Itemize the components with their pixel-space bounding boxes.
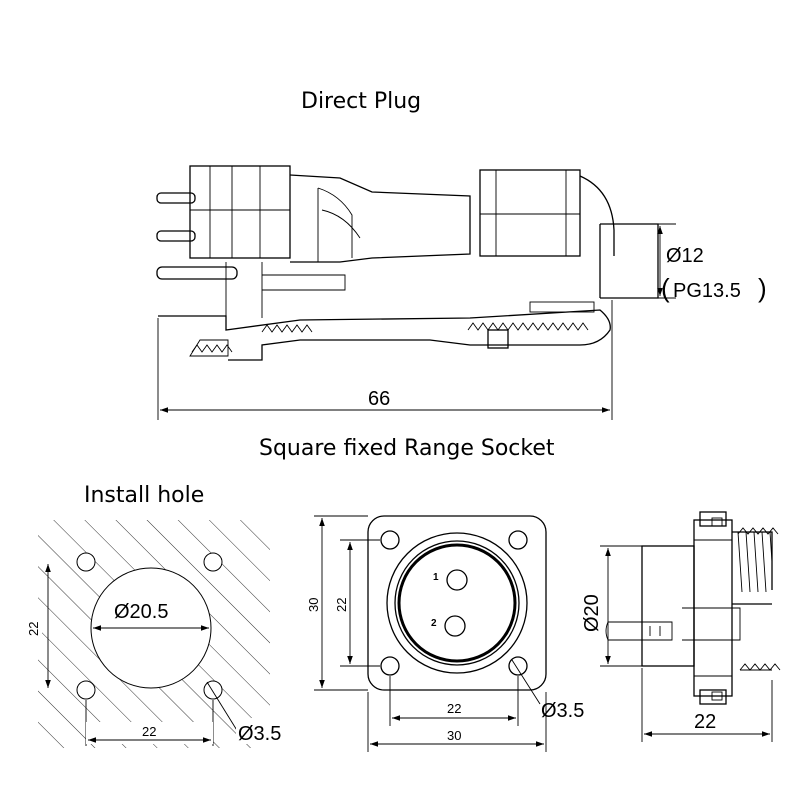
pg-size-label: PG13.5 — [673, 280, 741, 302]
socket-side-view — [605, 511, 781, 705]
install-hole-diameter-label: Ø3.5 — [238, 723, 281, 745]
plug-length-dimension: 66 — [157, 300, 613, 420]
socket-inner-height-label: 22 — [334, 598, 349, 612]
plug-title: Direct Plug — [301, 89, 421, 114]
install-horizontal-label: 22 — [142, 724, 156, 739]
socket-outer-height-label: 30 — [306, 598, 321, 612]
socket-inner-width-label: 22 — [447, 701, 461, 716]
center-hole-diameter-label: Ø20.5 — [114, 601, 168, 623]
plug-length-label: 66 — [368, 388, 390, 410]
contact-pin-2 — [444, 615, 466, 637]
mount-hole-tr — [203, 552, 223, 572]
plug-drawing — [156, 165, 659, 361]
pin-label-2: 2 — [431, 618, 437, 629]
cable-diameter-label: Ø12 — [666, 245, 704, 267]
mount-hole-tl — [76, 552, 96, 572]
socket-outer-width-label: 30 — [447, 728, 461, 743]
socket-side-width-label: 22 — [694, 711, 716, 733]
socket-hole-br — [508, 656, 528, 676]
socket-front-view: 1 2 — [367, 515, 547, 691]
contact-pin-1 — [446, 569, 468, 591]
pg-paren-open: ( — [661, 273, 670, 303]
plug-cable-dimension: Ø12 ( PG13.5 ) — [612, 223, 767, 303]
socket-front-dimensions: 30 22 22 30 Ø3.5 — [306, 515, 584, 752]
install-vertical-label: 22 — [26, 622, 41, 636]
socket-hole-tl — [380, 530, 400, 550]
socket-side-dimensions: Ø20 22 — [580, 545, 773, 742]
mount-hole-br — [203, 680, 223, 700]
socket-hole-bl — [380, 656, 400, 676]
socket-side-diameter-label: Ø20 — [581, 594, 603, 632]
socket-title: Square fixed Range Socket — [259, 436, 555, 461]
install-hole-title: Install hole — [84, 483, 204, 508]
pin-label-1: 1 — [433, 572, 439, 583]
socket-hole-diameter-label: Ø3.5 — [541, 700, 584, 722]
install-hole-panel: Ø20.5 22 22 Ø3.5 — [22, 520, 294, 748]
mount-hole-bl — [76, 680, 96, 700]
socket-hole-tr — [508, 530, 528, 550]
pg-paren-close: ) — [758, 273, 767, 303]
